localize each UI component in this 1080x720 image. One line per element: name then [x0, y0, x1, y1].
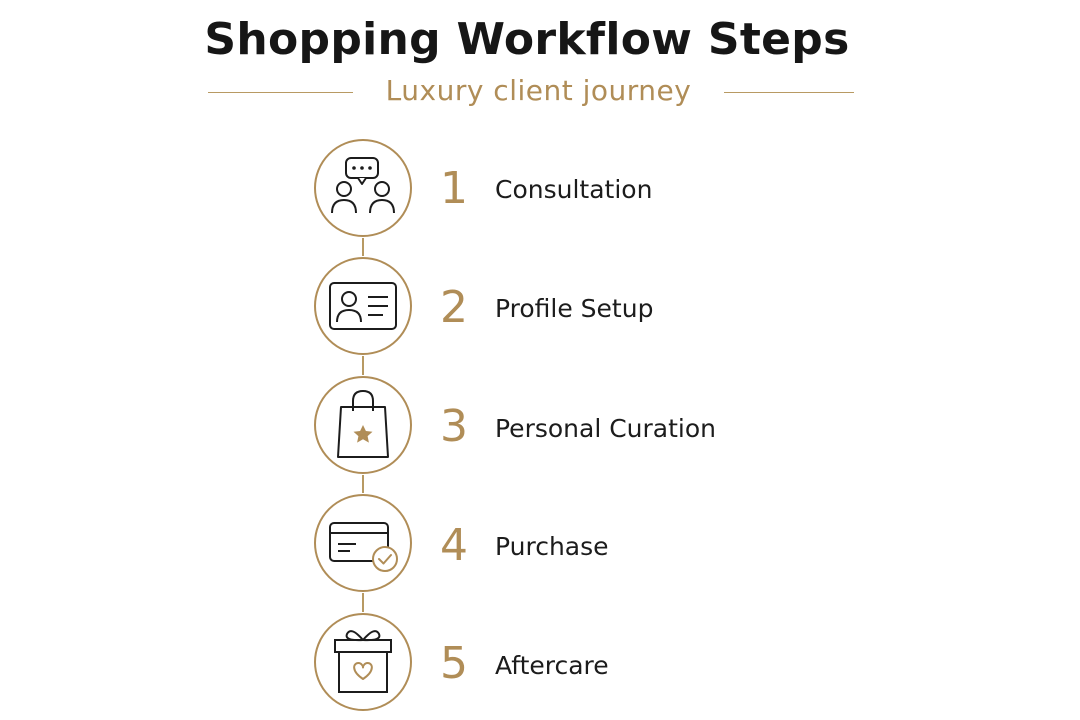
gift-box-heart-icon	[314, 613, 412, 711]
subtitle-divider-left	[208, 92, 353, 94]
subtitle-divider-right	[724, 92, 854, 94]
step-5-label: Aftercare	[495, 651, 609, 680]
step-1-number: 1	[440, 163, 468, 214]
step-connector	[362, 238, 364, 256]
subtitle-row: Luxury client journey	[0, 74, 1062, 110]
step-2-number: 2	[440, 282, 468, 333]
shopping-bag-star-icon	[314, 376, 412, 474]
step-3-icon-circle	[313, 375, 413, 475]
profile-id-card-icon	[314, 257, 412, 355]
step-2-icon-circle	[313, 256, 413, 356]
page-title: Shopping Workflow Steps	[204, 14, 850, 65]
credit-card-check-icon	[314, 494, 412, 592]
step-5-icon-circle	[313, 612, 413, 712]
step-connector	[362, 593, 364, 612]
step-4-label: Purchase	[495, 532, 609, 561]
step-2-label: Profile Setup	[495, 294, 654, 323]
consultation-chat-people-icon	[314, 139, 412, 237]
step-3-label: Personal Curation	[495, 414, 717, 443]
step-connector	[362, 356, 364, 375]
step-3-number: 3	[440, 401, 468, 452]
step-5-number: 5	[440, 638, 468, 689]
step-connector	[362, 475, 364, 493]
step-4-icon-circle	[313, 493, 413, 593]
step-1-label: Consultation	[495, 175, 653, 204]
step-1-icon-circle	[313, 138, 413, 238]
step-4-number: 4	[440, 520, 468, 571]
page-subtitle: Luxury client journey	[385, 74, 692, 107]
